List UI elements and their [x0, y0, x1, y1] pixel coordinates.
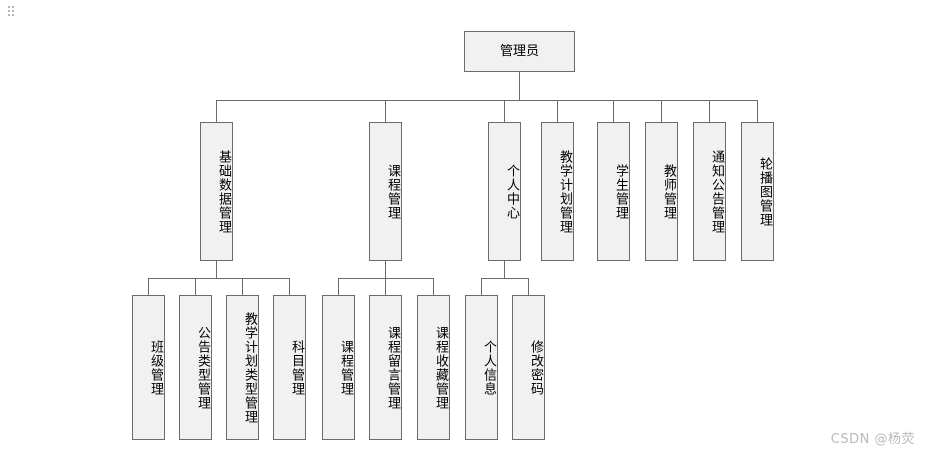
node-teacher-mgmt-label: 教师管理	[661, 163, 676, 220]
node-base-data[interactable]: 基础数据管理	[200, 122, 233, 261]
node-course-message-mgmt[interactable]: 课程留言管理	[369, 295, 402, 440]
node-subject-mgmt-label: 科目管理	[289, 339, 304, 396]
connector-drop-course-sub-mgmt	[338, 278, 339, 295]
node-notice-type-mgmt-label: 公告类型管理	[195, 325, 210, 410]
connector-drop-teaching-plan	[557, 100, 558, 122]
connector-drop-carousel-mgmt	[757, 100, 758, 122]
node-personal-center-label: 个人中心	[504, 163, 519, 220]
drag-handle-dots[interactable]	[8, 6, 16, 16]
node-teaching-plan-label: 教学计划管理	[557, 149, 572, 234]
node-change-password-label: 修改密码	[528, 339, 543, 396]
node-personal-center[interactable]: 个人中心	[488, 122, 521, 261]
connector-drop-change-password	[528, 278, 529, 295]
node-class-mgmt[interactable]: 班级管理	[132, 295, 165, 440]
node-student-mgmt-label: 学生管理	[613, 163, 628, 220]
connector-drop-course-message-mgmt	[385, 278, 386, 295]
connector-drop-personal-center	[504, 100, 505, 122]
node-notice-mgmt[interactable]: 通知公告管理	[693, 122, 726, 261]
node-carousel-mgmt-label: 轮播图管理	[757, 156, 772, 227]
connector-drop-personal-info	[481, 278, 482, 295]
node-plan-type-mgmt[interactable]: 教学计划类型管理	[226, 295, 259, 440]
node-course-favorite-mgmt[interactable]: 课程收藏管理	[417, 295, 450, 440]
connector-stem-course-mgmt	[385, 261, 386, 278]
node-notice-type-mgmt[interactable]: 公告类型管理	[179, 295, 212, 440]
node-course-sub-mgmt[interactable]: 课程管理	[322, 295, 355, 440]
node-course-sub-mgmt-label: 课程管理	[338, 339, 353, 396]
node-base-data-label: 基础数据管理	[216, 149, 231, 234]
watermark: CSDN @杨荧	[830, 432, 915, 447]
node-class-mgmt-label: 班级管理	[148, 339, 163, 396]
connector-drop-notice-type-mgmt	[195, 278, 196, 295]
node-course-message-mgmt-label: 课程留言管理	[385, 325, 400, 410]
connector-drop-student-mgmt	[613, 100, 614, 122]
connector-drop-course-favorite-mgmt	[433, 278, 434, 295]
node-subject-mgmt[interactable]: 科目管理	[273, 295, 306, 440]
node-plan-type-mgmt-label: 教学计划类型管理	[242, 311, 257, 424]
connector-bus-personal-center	[481, 278, 528, 279]
node-teaching-plan[interactable]: 教学计划管理	[541, 122, 574, 261]
connector-stem-personal-center	[504, 261, 505, 278]
node-course-mgmt[interactable]: 课程管理	[369, 122, 402, 261]
node-notice-mgmt-label: 通知公告管理	[709, 149, 724, 234]
node-carousel-mgmt[interactable]: 轮播图管理	[741, 122, 774, 261]
node-admin-label: 管理员	[499, 44, 539, 59]
node-personal-info-label: 个人信息	[481, 339, 496, 396]
node-change-password[interactable]: 修改密码	[512, 295, 545, 440]
connector-root-stem	[519, 72, 520, 100]
connector-drop-subject-mgmt	[289, 278, 290, 295]
connector-drop-notice-mgmt	[709, 100, 710, 122]
node-personal-info[interactable]: 个人信息	[465, 295, 498, 440]
connector-drop-class-mgmt	[148, 278, 149, 295]
connector-stem-base-data	[216, 261, 217, 278]
connector-main-bus	[216, 100, 757, 101]
connector-bus-base-data	[148, 278, 289, 279]
connector-drop-plan-type-mgmt	[242, 278, 243, 295]
node-course-mgmt-label: 课程管理	[385, 163, 400, 220]
connector-drop-base-data	[216, 100, 217, 122]
connector-drop-course-mgmt	[385, 100, 386, 122]
connector-drop-teacher-mgmt	[661, 100, 662, 122]
node-student-mgmt[interactable]: 学生管理	[597, 122, 630, 261]
node-admin[interactable]: 管理员	[464, 31, 575, 72]
node-teacher-mgmt[interactable]: 教师管理	[645, 122, 678, 261]
node-course-favorite-mgmt-label: 课程收藏管理	[433, 325, 448, 410]
